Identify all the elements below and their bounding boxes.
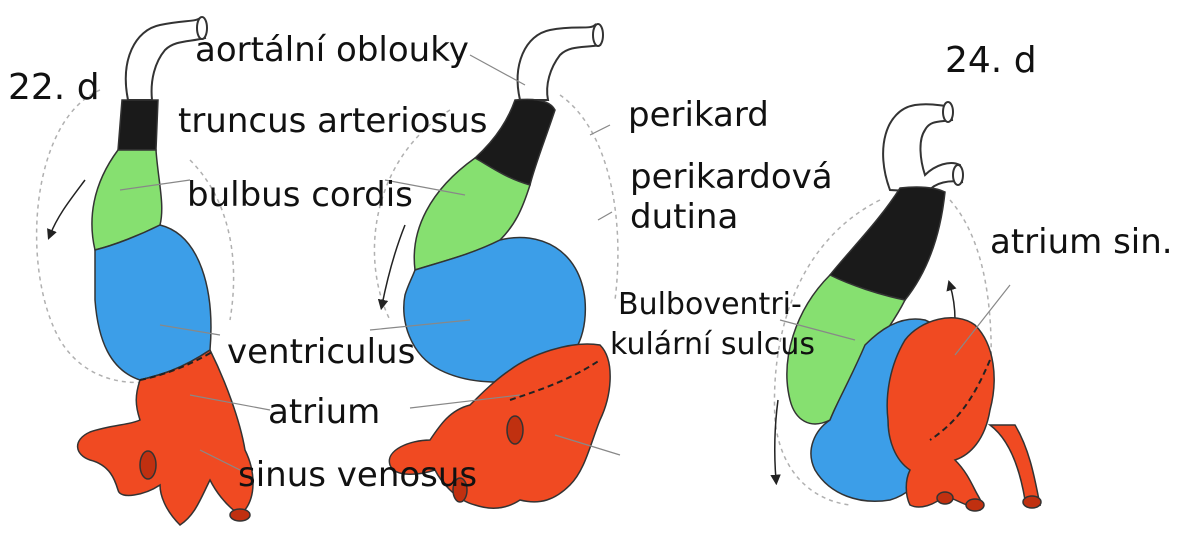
vein-3a bbox=[990, 425, 1040, 505]
vein-opening-3c bbox=[937, 492, 953, 504]
leader-pericard-2 bbox=[590, 125, 610, 135]
label-pericardial-cavity-2: dutina bbox=[630, 200, 738, 234]
label-pericardium: perikard bbox=[628, 98, 769, 132]
aortic-arch-1 bbox=[126, 18, 205, 100]
vein-opening-3b bbox=[966, 499, 984, 511]
aortic-arch-2 bbox=[518, 25, 600, 100]
label-aortic-arches: aortální oblouky bbox=[195, 33, 469, 67]
vein-opening-1b bbox=[230, 509, 250, 521]
label-ventriculus: ventriculus bbox=[227, 335, 415, 369]
ventricle-1 bbox=[95, 225, 211, 380]
label-sinus-venosus: sinus venosus bbox=[238, 458, 477, 492]
label-atrium: atrium bbox=[268, 395, 380, 429]
rotation-arrow-1 bbox=[50, 180, 85, 235]
leader-cavity-2 bbox=[598, 212, 612, 220]
label-bulbus-cordis: bulbus cordis bbox=[187, 178, 413, 212]
aortic-arch-end-3a bbox=[943, 102, 953, 122]
rotation-arrow-3b bbox=[950, 285, 955, 320]
stage-label-22d: 22. d bbox=[8, 70, 100, 106]
label-atrium-sin: atrium sin. bbox=[990, 225, 1173, 259]
vein-opening-1a bbox=[140, 451, 156, 479]
label-bulboventricular-1: Bulboventri- bbox=[618, 290, 802, 320]
vein-opening-3a bbox=[1023, 496, 1041, 508]
label-pericardial-cavity-1: perikardová bbox=[630, 160, 833, 194]
label-truncus-arteriosus: truncus arteriosus bbox=[178, 104, 487, 138]
truncus-1 bbox=[118, 100, 158, 150]
stage-label-24d: 24. d bbox=[945, 43, 1037, 79]
heart-middle bbox=[370, 24, 620, 508]
leader-aortic-2 bbox=[470, 55, 525, 85]
aortic-arch-end-2 bbox=[593, 24, 603, 46]
atrium-1 bbox=[78, 350, 253, 525]
rotation-arrow-2 bbox=[382, 225, 405, 305]
aortic-arch-end-3b bbox=[953, 165, 963, 185]
label-bulboventricular-2: kulární sulcus bbox=[610, 330, 815, 360]
vein-opening-2a bbox=[507, 416, 523, 444]
